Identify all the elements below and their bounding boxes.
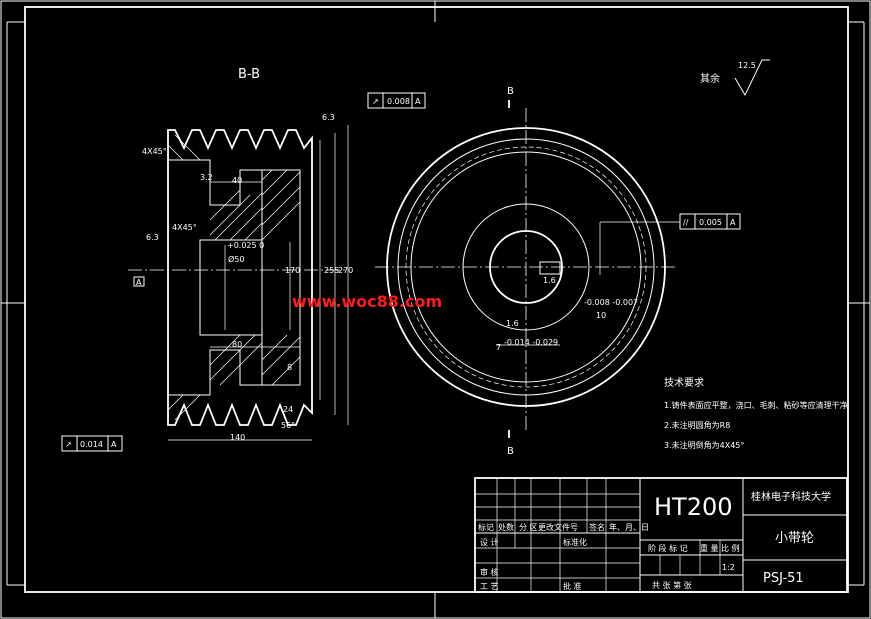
roughness-note-value: 12.5 <box>738 61 756 70</box>
dim-key-depth: 10 <box>596 311 606 320</box>
tech-req-title: 技术要求 <box>664 376 704 389</box>
col-label-1: 标记 <box>478 522 494 532</box>
dim-w80: 80 <box>232 340 242 349</box>
weight-label: 重 量 <box>700 543 719 553</box>
runout-top-icon: ↗ <box>372 97 379 106</box>
scale-value: 1:2 <box>722 563 735 572</box>
parallel-icon: // <box>683 218 689 227</box>
dim-key-depth-tol: -0.008 -0.007 <box>584 298 638 307</box>
col-label-2: 处数 <box>498 522 514 532</box>
row-process: 工 艺 <box>480 582 499 591</box>
roughness-symbol-icon <box>734 59 770 97</box>
tech-req-item-2: 2.未注明圆角为R8 <box>664 420 730 430</box>
runout-bottom-value: 0.014 <box>80 440 103 449</box>
dim-rough-32: 3.2 <box>200 173 213 182</box>
runout-top-value: 0.008 <box>387 97 410 106</box>
datum-letter: A <box>136 278 142 287</box>
section-view <box>128 125 349 441</box>
parallel-value: 0.005 <box>699 218 722 227</box>
runout-bottom-icon: ↗ <box>65 440 72 449</box>
row-approve: 批 准 <box>563 581 582 591</box>
col-label-6: 年、月、日 <box>609 522 649 532</box>
dim-chamfer-top: 4X45° <box>142 147 167 156</box>
sheet-label: 共 张 第 张 <box>652 580 692 590</box>
dim-key-width: 7 <box>496 343 501 352</box>
dim-d270: 270 <box>338 266 353 275</box>
dim-chamfer-mid: 4X45° <box>172 223 197 232</box>
drawing-number: PSJ-51 <box>763 571 804 586</box>
cut-label-bottom: B <box>507 446 514 457</box>
row-std: 标准化 <box>563 537 587 547</box>
row-design: 设 计 <box>480 537 499 547</box>
tech-req-item-1: 1.铸件表面应平整，浇口、毛刺、粘砂等应清理干净 <box>664 400 848 410</box>
dim-d170: 170 <box>285 266 300 275</box>
dim-w140: 140 <box>230 433 245 442</box>
dim-w8: 8 <box>287 363 292 372</box>
col-label-5: 签名 <box>589 522 605 532</box>
scale-label: 比 例 <box>721 543 740 553</box>
runout-top-datum: A <box>415 97 421 106</box>
dim-d255: 255 <box>324 266 339 275</box>
col-label-4: 更改文件号 <box>538 522 578 532</box>
tolerance-frames <box>61 92 741 452</box>
dim-ang56: 56° <box>281 421 295 430</box>
cut-label-top: B <box>507 86 514 97</box>
school-name: 桂林电子科技大学 <box>751 490 831 503</box>
part-name: 小带轮 <box>775 531 814 546</box>
title-block <box>474 477 848 593</box>
stage-labels: 阶 段 标 记 <box>648 543 688 553</box>
watermark: www.woc88.com <box>292 292 442 311</box>
dim-key-tol: -0.014 -0.029 <box>504 338 558 347</box>
dim-w40: 40 <box>232 176 242 185</box>
dim-rough-16b: 1.6 <box>506 319 519 328</box>
front-view <box>375 100 680 438</box>
runout-bottom-datum: A <box>111 440 117 449</box>
material: HT200 <box>654 493 733 521</box>
datum-box <box>133 276 145 287</box>
tech-req-item-3: 3.未注明倒角为4X45° <box>664 440 744 450</box>
roughness-note-prefix: 其余 <box>700 72 720 85</box>
row-check: 审 核 <box>480 567 499 577</box>
inner-border <box>24 6 849 593</box>
dim-d50: Ø50 <box>228 254 244 264</box>
dim-tol-bore: +0.025 0 <box>227 241 264 250</box>
col-label-3: 分 区 <box>519 523 538 532</box>
dim-rough-63-left: 6.3 <box>146 233 159 242</box>
dim-w24: 24 <box>283 405 293 414</box>
parallel-datum: A <box>730 218 736 227</box>
section-label: B-B <box>238 67 260 82</box>
dim-rough-16a: 1.6 <box>543 276 556 285</box>
dim-rough-63-top: 6.3 <box>322 113 335 122</box>
